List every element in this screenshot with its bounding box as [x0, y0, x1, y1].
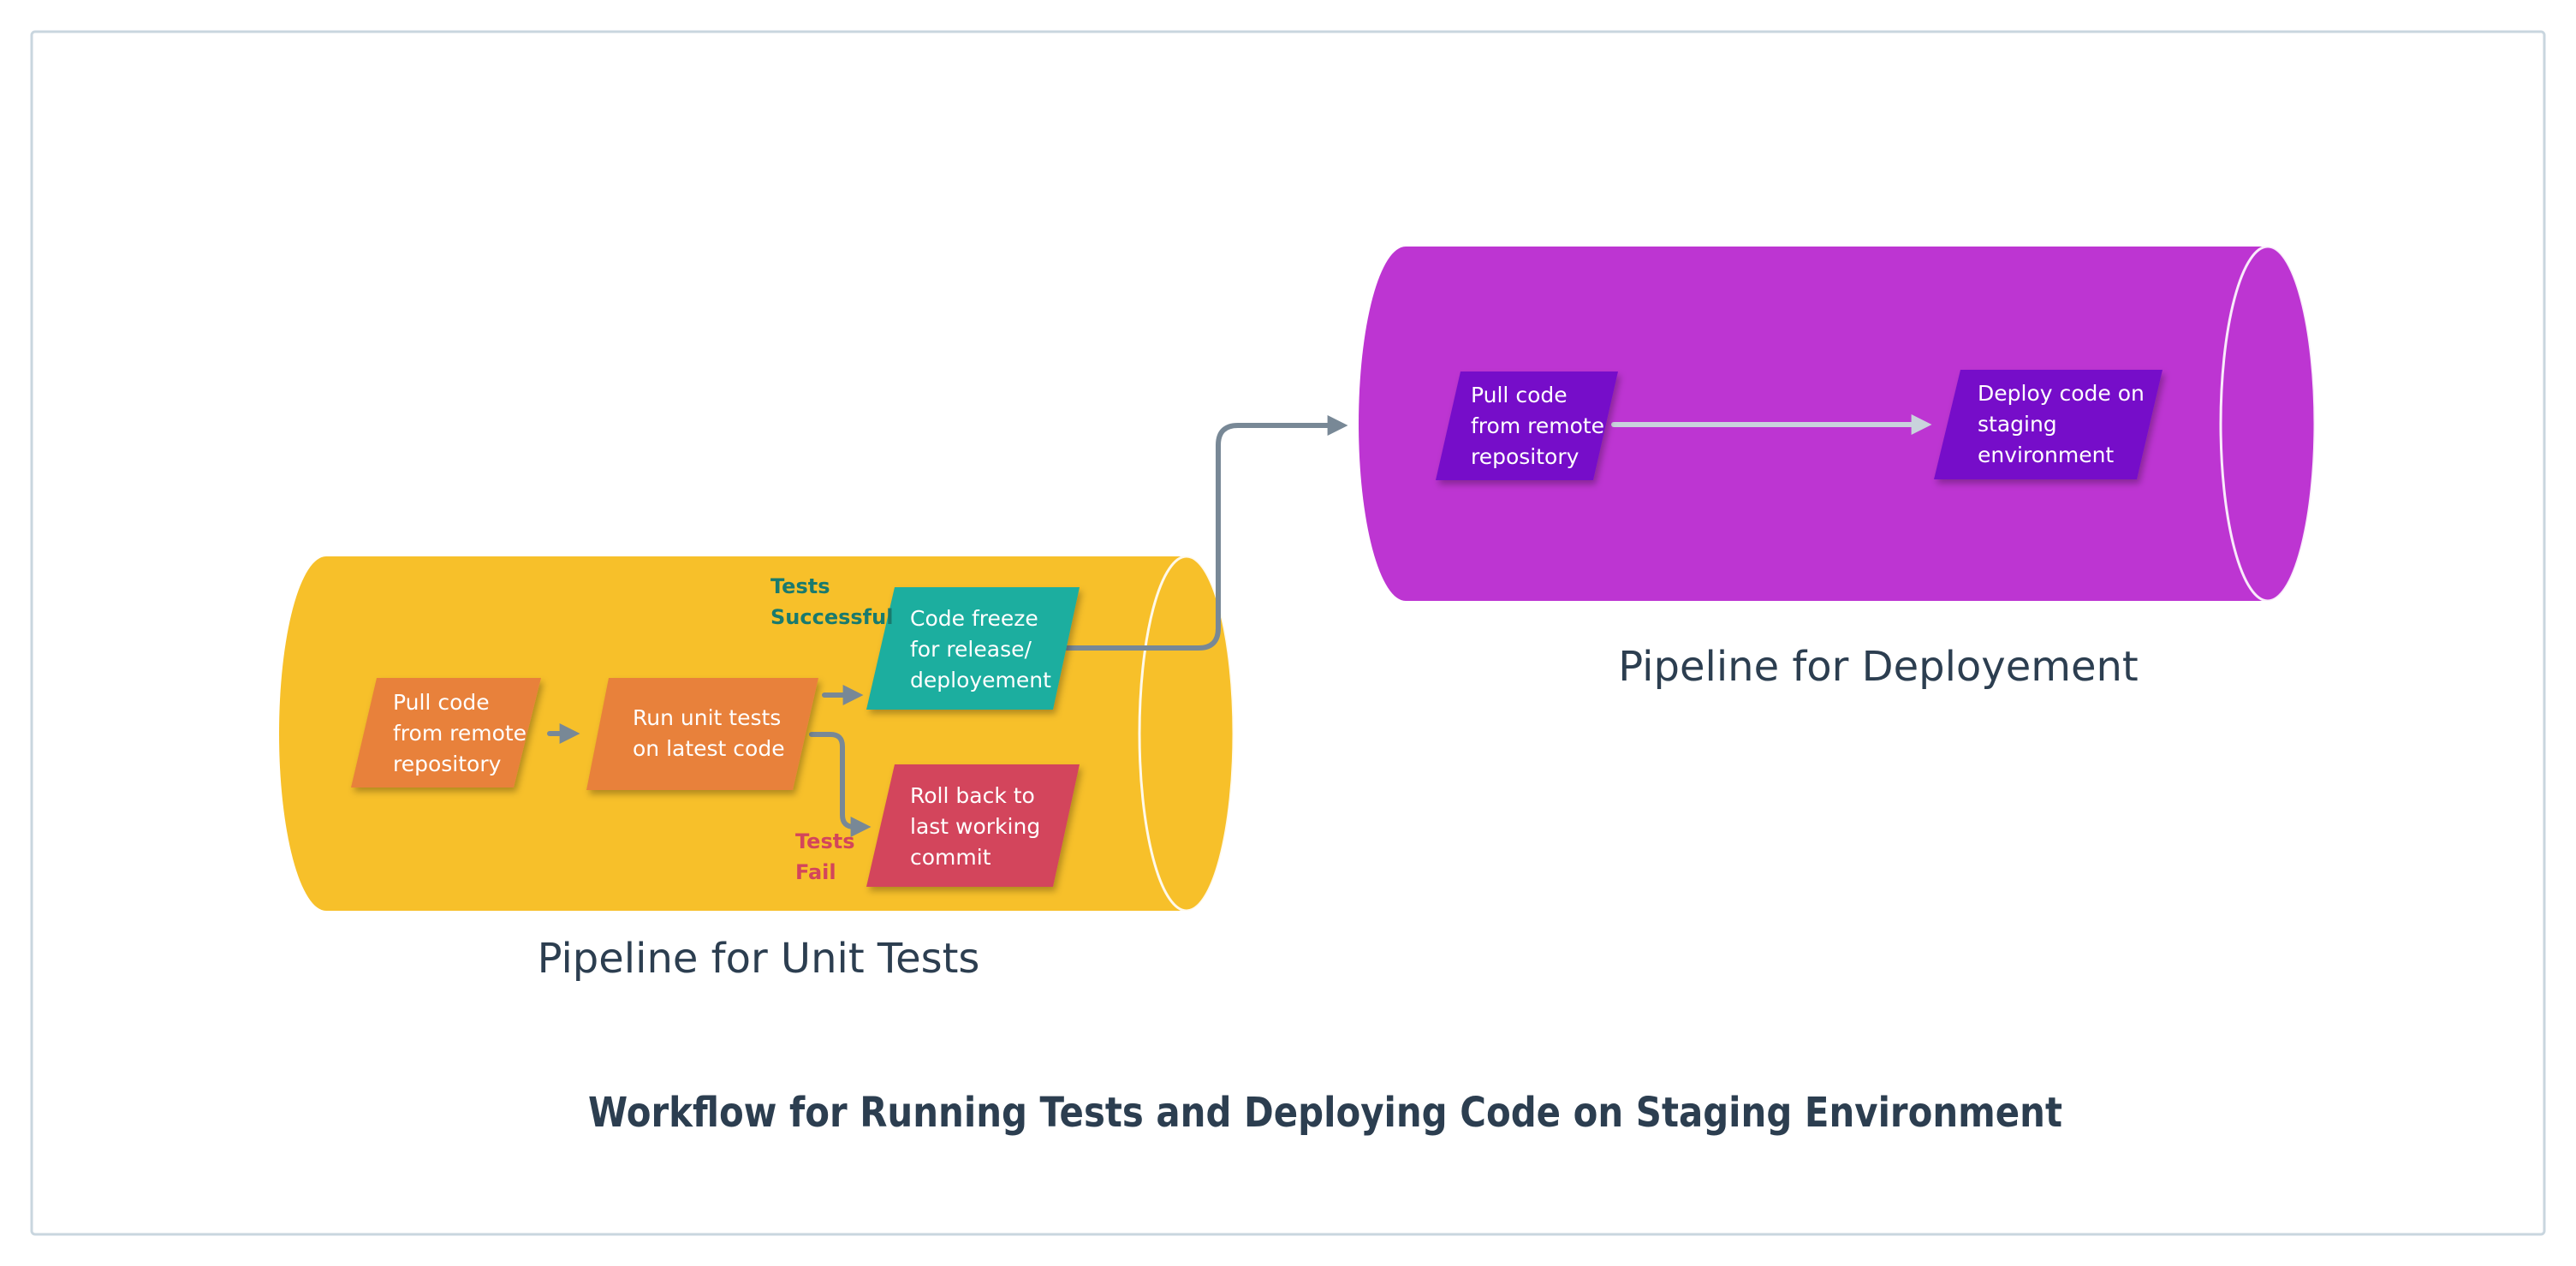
node-pull-code-unit-shape — [351, 678, 541, 788]
tests-fail-label-line-1: Tests — [795, 829, 855, 853]
node-pull-code-unit: Pull code from remote repository — [351, 678, 541, 788]
node-run-unit-tests-line-2: on latest code — [633, 736, 785, 761]
connector-freeze-to-deploy-pipeline — [1062, 415, 1348, 651]
node-code-freeze-line-3: deployement — [910, 668, 1051, 692]
node-code-freeze-shape — [866, 587, 1080, 710]
node-pull-code-deploy-line-3: repository — [1471, 444, 1580, 469]
node-pull-code-deploy-line-1: Pull code — [1471, 383, 1568, 407]
node-deploy-code-shape — [1934, 370, 2163, 479]
node-pull-code-unit-line-2: from remote — [393, 721, 527, 746]
svg-text:Tests Fail: Tests Fail — [795, 829, 862, 884]
node-roll-back-shape — [866, 764, 1080, 887]
deploy-pipeline-end — [2219, 245, 2317, 603]
node-roll-back: Roll back to last working commit — [866, 764, 1080, 887]
node-pull-code-deploy: Pull code from remote repository — [1436, 371, 1618, 480]
tests-successful-label-line-2: Successful — [770, 605, 893, 629]
node-roll-back-line-2: last working — [910, 814, 1040, 839]
node-run-unit-tests-shape — [586, 678, 818, 790]
node-run-unit-tests: Run unit tests on latest code — [586, 678, 818, 790]
svg-text:Code freeze for release/: Code freeze for release/ deployement — [910, 606, 1051, 692]
svg-text:Run unit tests on latest: Run unit tests on latest code — [633, 705, 788, 761]
svg-text:Tests Successful: Tests Successful — [770, 574, 893, 629]
node-deploy-code-line-3: environment — [1978, 443, 2114, 467]
svg-text:Roll back to last workin: Roll back to last working commit — [910, 783, 1047, 870]
node-pull-code-unit-line-3: repository — [393, 752, 502, 776]
diagram-title: Workflow for Running Tests and Deploying… — [588, 1089, 2062, 1137]
node-roll-back-line-1: Roll back to — [910, 783, 1035, 808]
node-pull-code-unit-line-1: Pull code — [393, 690, 490, 715]
svg-text:Pull code from remote: Pull code from remote repository — [393, 690, 533, 776]
node-pull-code-deploy-line-2: from remote — [1471, 413, 1604, 438]
node-code-freeze-line-2: for release/ — [910, 637, 1032, 662]
unit-pipeline-label: Pipeline for Unit Tests — [538, 935, 980, 983]
node-roll-back-line-3: commit — [910, 845, 991, 870]
node-pull-code-deploy-shape — [1436, 371, 1618, 480]
node-run-unit-tests-line-1: Run unit tests — [633, 705, 781, 730]
tests-successful-label-line-1: Tests — [770, 574, 830, 598]
node-deploy-code-line-2: staging — [1978, 412, 2057, 437]
node-code-freeze-line-1: Code freeze — [910, 606, 1038, 631]
node-deploy-code-line-1: Deploy code on — [1978, 381, 2145, 406]
svg-text:Deploy code on staging: Deploy code on staging environment — [1978, 381, 2151, 467]
node-deploy-code: Deploy code on staging environment — [1934, 370, 2163, 479]
node-code-freeze: Code freeze for release/ deployement — [866, 587, 1080, 710]
unit-pipeline-end — [1138, 555, 1235, 912]
connector-run-to-rollback — [809, 732, 872, 837]
tests-fail-label-line-2: Fail — [795, 860, 836, 884]
svg-text:Pull code from remote: Pull code from remote repository — [1471, 383, 1611, 469]
deploy-pipeline-label: Pipeline for Deployement — [1618, 643, 2139, 691]
